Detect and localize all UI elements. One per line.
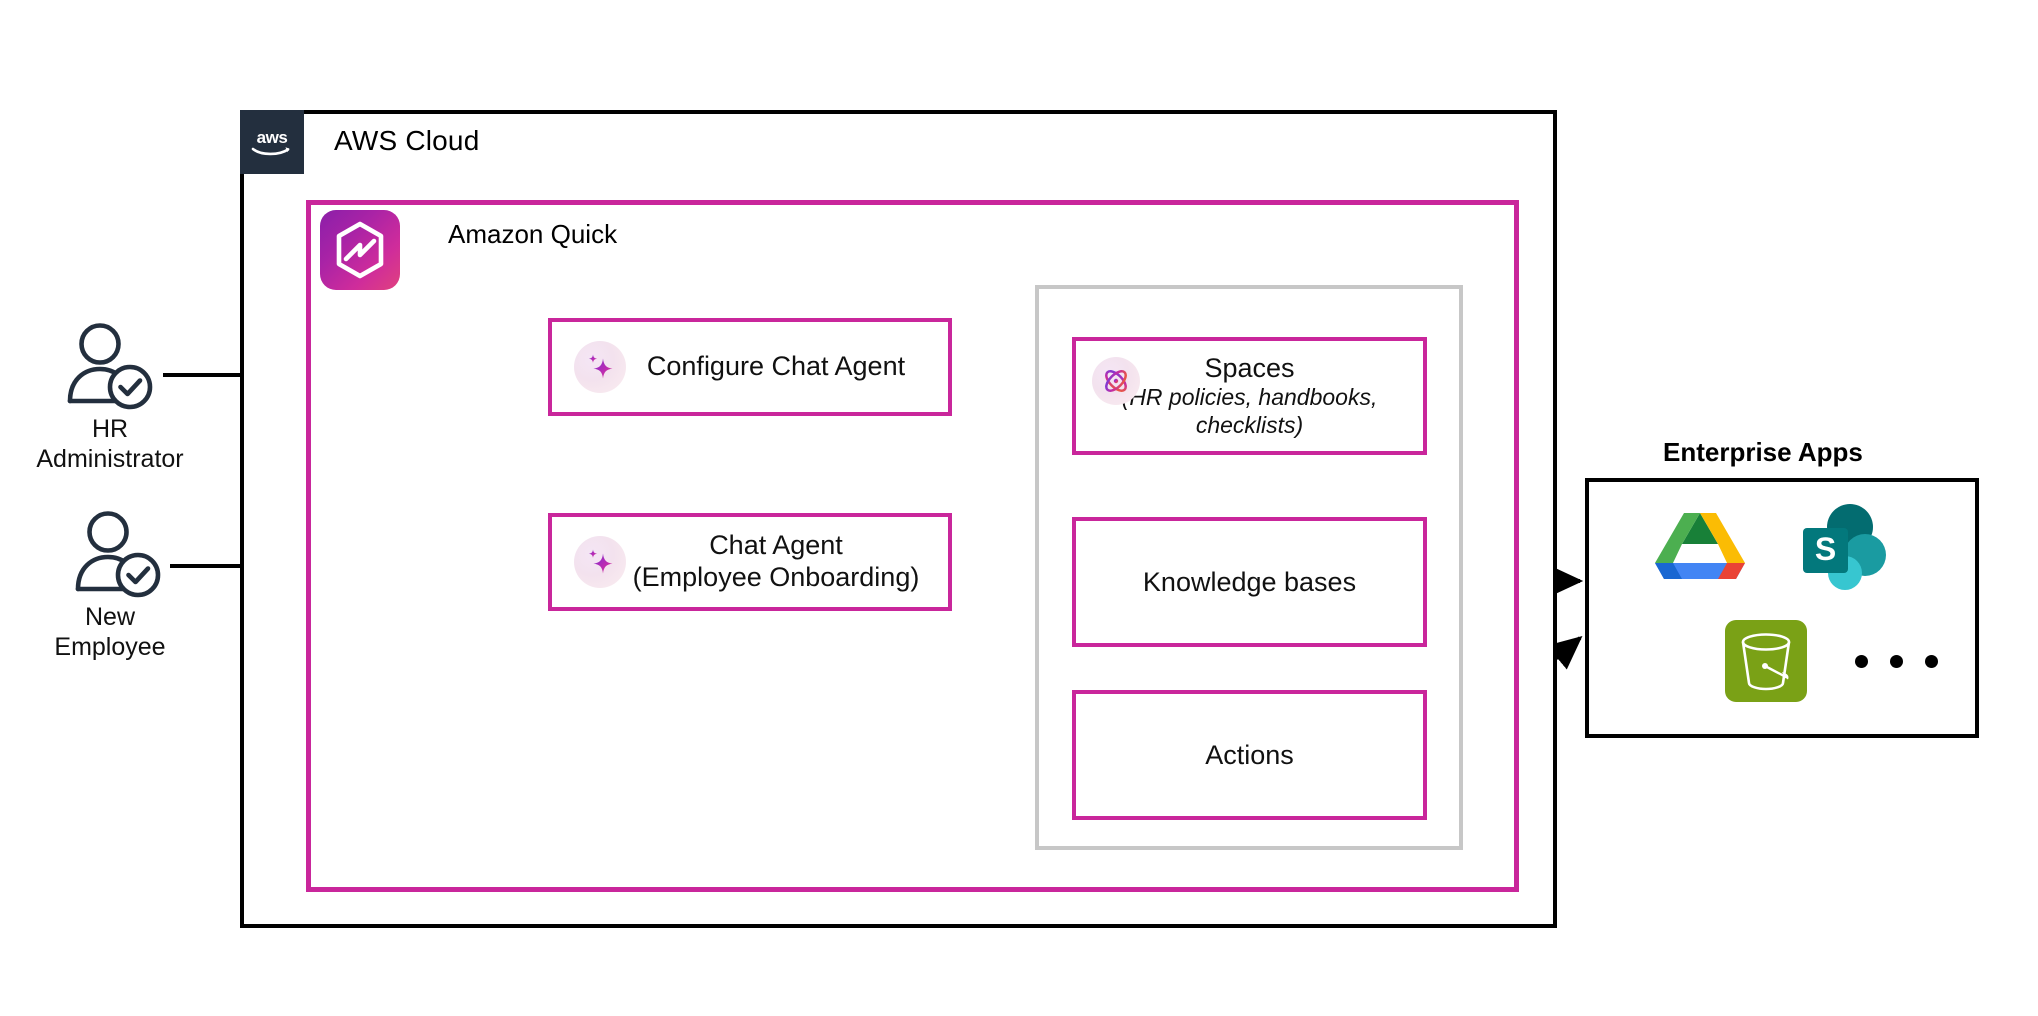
aws-logo: aws: [240, 110, 304, 174]
ellipsis-dot: [1890, 655, 1903, 668]
amazon-s3-bucket-icon: [1725, 620, 1807, 702]
svg-text:aws: aws: [257, 128, 288, 147]
enterprise-apps-title: Enterprise Apps: [1663, 437, 1863, 467]
amazon-quick-label: Amazon Quick: [448, 219, 618, 249]
hr-administrator-label: HR Administrator: [36, 415, 184, 473]
aws-cloud-label: AWS Cloud: [334, 125, 480, 156]
spaces-node[interactable]: Spaces (HR policies, handbooks, checklis…: [1072, 337, 1427, 455]
knowledge-bases-node[interactable]: Knowledge bases: [1072, 517, 1427, 647]
sparkle-ai-icon: [574, 341, 626, 393]
new-employee-label: New Employee: [54, 603, 166, 661]
chat-agent-sublabel: (Employee Onboarding): [632, 562, 920, 592]
ellipsis-dot: [1925, 655, 1938, 668]
spaces-label: Spaces: [1204, 352, 1295, 383]
google-drive-icon: [1650, 502, 1750, 602]
sparkle-ai-icon: [574, 536, 626, 588]
svg-text:S: S: [1815, 531, 1836, 567]
ellipsis-dot: [1855, 655, 1868, 668]
atom-orbit-icon: [1092, 357, 1140, 405]
configure-chat-agent-node[interactable]: Configure Chat Agent: [548, 318, 952, 416]
more-apps-ellipsis: [1855, 655, 1938, 668]
chat-agent-label: Chat Agent: [709, 530, 843, 561]
knowledge-bases-label: Knowledge bases: [1142, 566, 1357, 597]
spaces-label-wrap: Spaces (HR policies, handbooks, checklis…: [1076, 353, 1423, 439]
chat-agent-label-wrap: Chat Agent (Employee Onboarding): [552, 530, 948, 594]
amazon-quick-icon: [320, 210, 400, 290]
spaces-sublabel: (HR policies, handbooks, checklists): [1121, 383, 1378, 438]
new-employee-avatar: [68, 510, 162, 604]
microsoft-sharepoint-icon: S: [1795, 500, 1895, 600]
actions-node[interactable]: Actions: [1072, 690, 1427, 820]
chat-agent-node[interactable]: Chat Agent (Employee Onboarding): [548, 513, 952, 611]
hr-administrator-avatar: [60, 322, 154, 416]
configure-chat-agent-label: Configure Chat Agent: [646, 351, 906, 382]
actions-label: Actions: [1205, 739, 1294, 770]
